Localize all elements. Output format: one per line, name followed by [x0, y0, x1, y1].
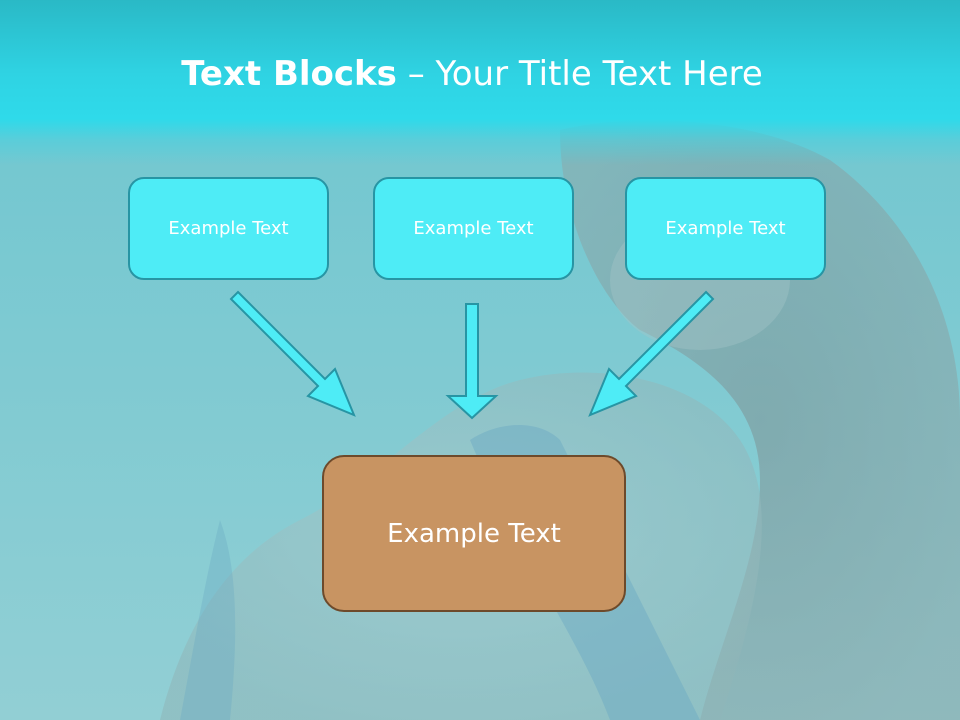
arrow-right — [588, 290, 715, 417]
title-light: – Your Title Text Here — [396, 54, 763, 94]
header-band — [0, 0, 960, 165]
slide-title: Text Blocks – Your Title Text Here — [0, 54, 944, 94]
target-block[interactable]: Example Text — [322, 455, 626, 612]
text-block-left-label: Example Text — [168, 218, 289, 239]
title-bold: Text Blocks — [181, 54, 397, 94]
target-block-label: Example Text — [387, 518, 561, 549]
arrow-center — [445, 303, 499, 420]
text-block-left[interactable]: Example Text — [128, 177, 329, 280]
arrow-left — [229, 290, 356, 417]
text-block-center[interactable]: Example Text — [373, 177, 574, 280]
text-block-right[interactable]: Example Text — [625, 177, 826, 280]
text-block-right-label: Example Text — [665, 218, 786, 239]
text-block-center-label: Example Text — [413, 218, 534, 239]
